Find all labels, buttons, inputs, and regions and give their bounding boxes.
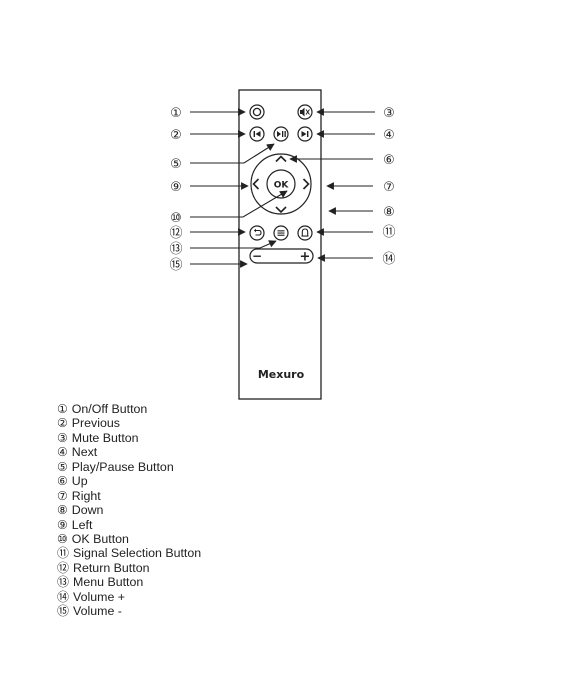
legend-text: Right xyxy=(72,489,101,503)
volume-minus-button[interactable]: − xyxy=(252,249,262,263)
legend-number: ③ xyxy=(57,431,68,445)
callout-6: ⑥ xyxy=(383,153,395,168)
legend-item: ① On/Off Button xyxy=(57,402,201,416)
legend-text: Mute Button xyxy=(72,431,139,445)
legend-number: ⑪ xyxy=(57,546,69,560)
legend-number: ⑮ xyxy=(57,604,69,618)
legend-text: Return Button xyxy=(73,561,149,575)
power-button[interactable] xyxy=(250,105,264,119)
legend-number: ④ xyxy=(57,445,68,459)
legend-number: ⑤ xyxy=(57,460,68,474)
volume-plus-button[interactable]: + xyxy=(300,250,311,265)
return-button[interactable] xyxy=(250,226,264,240)
legend-text: On/Off Button xyxy=(72,402,148,416)
legend-number: ⑨ xyxy=(57,518,68,532)
brand-logo: Mexuro xyxy=(258,368,305,381)
mute-button[interactable] xyxy=(298,105,312,119)
menu-button[interactable] xyxy=(274,226,288,240)
signal-selection-button[interactable] xyxy=(298,226,312,240)
callout-14: ⑭ xyxy=(382,252,395,267)
callout-3: ③ xyxy=(383,106,395,121)
legend-number: ① xyxy=(57,402,68,416)
legend-number: ⑩ xyxy=(57,532,68,546)
legend-text: Volume - xyxy=(73,604,122,618)
legend-text: Play/Pause Button xyxy=(72,460,174,474)
legend-text: Next xyxy=(72,445,97,459)
callout-13: ⑬ xyxy=(169,242,182,257)
legend-item: ⑪ Signal Selection Button xyxy=(57,546,201,560)
callout-4: ④ xyxy=(383,128,395,143)
legend-number: ⑭ xyxy=(57,590,69,604)
callout-5: ⑤ xyxy=(170,157,182,172)
volume-bar: − + xyxy=(250,249,313,265)
callout-7: ⑦ xyxy=(383,180,395,195)
legend-text: Up xyxy=(72,474,88,488)
previous-button[interactable] xyxy=(250,127,264,141)
legend-item: ⑦ Right xyxy=(57,489,201,503)
legend-item: ⑩ OK Button xyxy=(57,532,201,546)
legend-number: ⑫ xyxy=(57,561,69,575)
remote-diagram: OK − + Mexuro xyxy=(0,0,567,400)
legend-text: Previous xyxy=(72,416,120,430)
legend-item: ⑮ Volume - xyxy=(57,604,201,618)
legend-item: ⑤ Play/Pause Button xyxy=(57,460,201,474)
legend-text: OK Button xyxy=(72,532,129,546)
legend-text: Menu Button xyxy=(73,575,143,589)
legend-item: ③ Mute Button xyxy=(57,431,201,445)
callout-15: ⑮ xyxy=(169,258,182,273)
legend-text: Down xyxy=(72,503,104,517)
ok-button[interactable]: OK xyxy=(267,170,295,198)
callout-9: ⑨ xyxy=(170,180,182,195)
legend-item: ⑧ Down xyxy=(57,503,201,517)
legend-item: ⑭ Volume + xyxy=(57,590,201,604)
next-button[interactable] xyxy=(298,127,312,141)
legend-item: ⑬ Menu Button xyxy=(57,575,201,589)
callout-2: ② xyxy=(170,128,182,143)
play-pause-button[interactable] xyxy=(274,127,288,141)
legend-number: ⑬ xyxy=(57,575,69,589)
menu-icon xyxy=(278,230,285,236)
legend-item: ⑨ Left xyxy=(57,518,201,532)
callout-12: ⑫ xyxy=(169,226,182,241)
legend-text: Volume + xyxy=(73,590,125,604)
callout-8: ⑧ xyxy=(383,205,395,220)
legend-number: ② xyxy=(57,416,68,430)
callout-1: ① xyxy=(170,106,182,121)
legend-number: ⑥ xyxy=(57,474,68,488)
legend-text: Signal Selection Button xyxy=(73,546,201,560)
callout-11: ⑪ xyxy=(382,225,395,240)
legend-item: ④ Next xyxy=(57,445,201,459)
ok-label: OK xyxy=(274,181,290,191)
legend-item: ② Previous xyxy=(57,416,201,430)
legend-text: Left xyxy=(72,518,93,532)
legend-item: ⑫ Return Button xyxy=(57,561,201,575)
legend-number: ⑦ xyxy=(57,489,68,503)
legend-item: ⑥ Up xyxy=(57,474,201,488)
callout-10: ⑩ xyxy=(170,211,182,226)
legend-number: ⑧ xyxy=(57,503,68,517)
